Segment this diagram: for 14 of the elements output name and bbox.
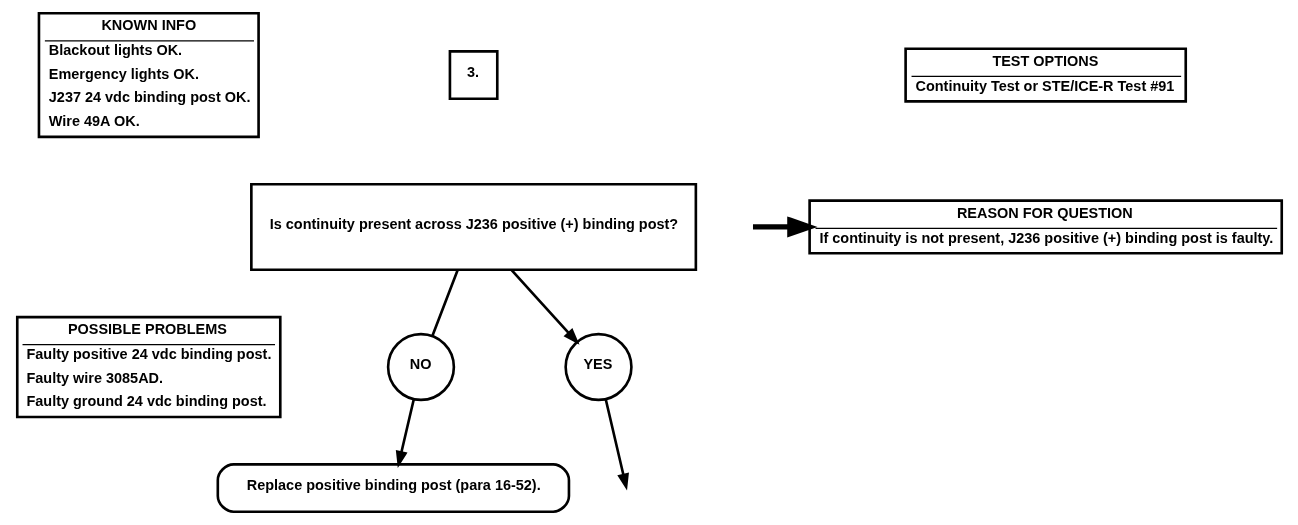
arrow (509, 269, 579, 345)
node-box: POSSIBLE PROBLEMS Faulty positive 24 vdc binding post. Faulty wire 3085AD. Faulty ground 24 vdc binding post. (15, 315, 282, 419)
node-circle: NO (386, 332, 455, 402)
node-box: 3. (448, 50, 499, 101)
connector (430, 269, 459, 337)
arrow (604, 399, 629, 491)
arrow (395, 399, 415, 468)
node-box: Is continuity present across J236 positive (+) binding post? (249, 182, 697, 272)
arrow (752, 216, 818, 238)
node-circle: YES (563, 332, 633, 402)
node-box: Replace positive binding post (para 16-52). (216, 463, 570, 514)
node-box: TEST OPTIONS Continuity Test or STE/ICE-R Test #91 (903, 47, 1187, 103)
node-box: KNOWN INFO Blackout lights OK. Emergency lights OK. J237 24 vdc binding post OK. Wire 49A OK. (37, 11, 260, 139)
node-box: REASON FOR QUESTION If continuity is not present, J236 positive (+) binding post is faulty. (807, 199, 1283, 255)
